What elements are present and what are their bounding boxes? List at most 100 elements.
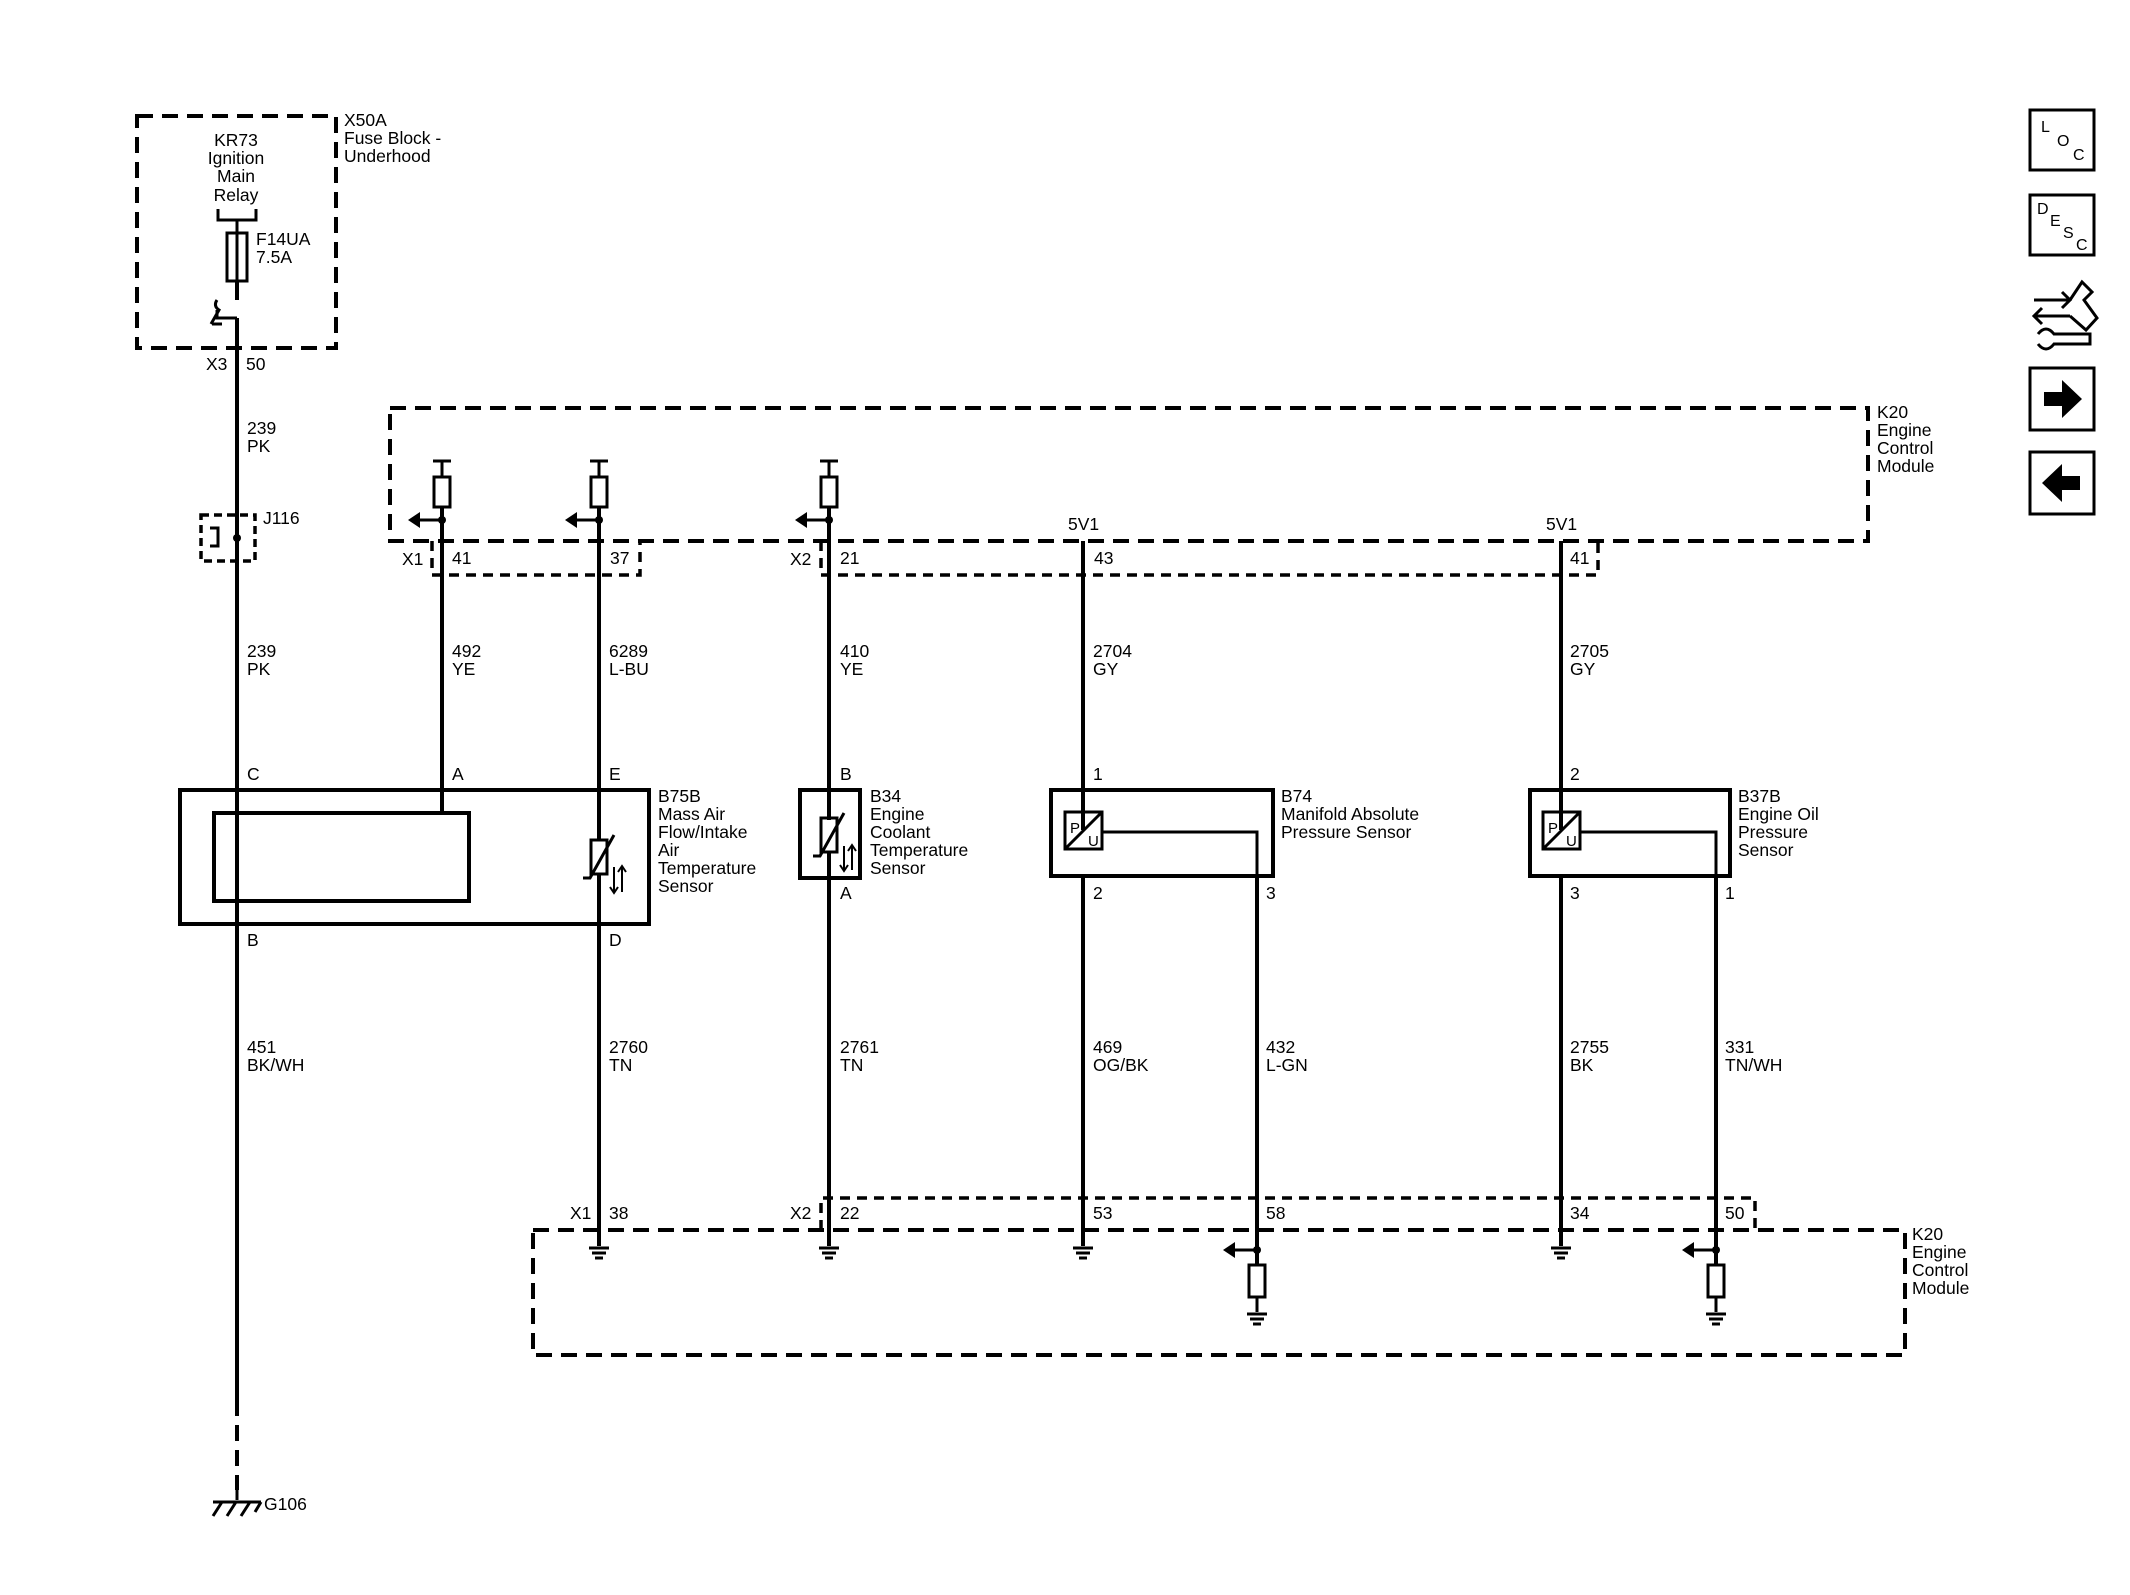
splice-label: J116 — [263, 508, 300, 528]
wire-label-pkb: PK — [247, 659, 271, 679]
wire-label-2761: 2761 — [840, 1037, 879, 1057]
pin-bottom-53: 53 — [1093, 1203, 1112, 1223]
sensor-b74[interactable]: P U — [1049, 788, 1275, 878]
arrow-left-icon — [2042, 464, 2080, 502]
ecm-top-name-3: Control — [1877, 438, 1933, 458]
fuse-label-1: F14UA — [256, 229, 311, 249]
wire-label-bkwh: BK/WH — [247, 1055, 304, 1075]
fuse-pin-label: 50 — [246, 354, 266, 374]
wire-label-331: 331 — [1725, 1037, 1754, 1057]
ecm-ground-2 — [1073, 1230, 1093, 1260]
fuse-block-ref: X50A — [344, 110, 387, 130]
connector-x2-bottom — [819, 1196, 1757, 1230]
ecm-ground-3 — [1551, 1230, 1571, 1260]
pullup-2 — [795, 459, 839, 528]
relay-label-4: Relay — [214, 185, 259, 205]
map-pin-ref: 1 — [1093, 764, 1103, 784]
thermistor-iat — [583, 834, 627, 924]
oil-pin-low: 3 — [1570, 883, 1580, 903]
oil-name-3: Pressure — [1738, 822, 1808, 842]
wire-label-bk: BK — [1570, 1055, 1594, 1075]
ecm-ground-0 — [589, 1230, 609, 1260]
maf-pin-d: D — [609, 930, 622, 950]
connector-tool-icon[interactable] — [2031, 279, 2099, 351]
ecm-top-name-1: K20 — [1877, 402, 1908, 422]
ecm-ground-1 — [819, 1230, 839, 1260]
ect-name-1: B34 — [870, 786, 901, 806]
oil-u: U — [1566, 833, 1577, 850]
wire-label-410: 410 — [840, 641, 869, 661]
ecm-top-name-4: Module — [1877, 456, 1934, 476]
wire-label-451: 451 — [247, 1037, 276, 1057]
wire-label-gy-1: GY — [1093, 659, 1119, 679]
wire-label-lbu: L-BU — [609, 659, 649, 679]
pin-bottom-34: 34 — [1570, 1203, 1590, 1223]
wire-label-492: 492 — [452, 641, 481, 661]
loc-button[interactable]: L O C — [2028, 108, 2096, 172]
wire-label-lgn: L-GN — [1266, 1055, 1308, 1075]
wire-label-2760: 2760 — [609, 1037, 648, 1057]
fuse-block-x50a[interactable]: X50A Fuse Block - Underhood KR73 Ignitio… — [135, 110, 441, 350]
sensor-b75b[interactable] — [178, 788, 651, 926]
ect-pin-b: B — [840, 764, 852, 784]
wire-label-gy-2: GY — [1570, 659, 1596, 679]
ref-label-oil: 5V1 — [1546, 514, 1577, 534]
wire-label-6289: 6289 — [609, 641, 648, 661]
wire-label-2704: 2704 — [1093, 641, 1132, 661]
previous-page-button[interactable] — [2028, 450, 2096, 516]
maf-pin-b: B — [247, 930, 259, 950]
next-page-button[interactable] — [2028, 366, 2096, 432]
ecm-bottom-box[interactable] — [531, 1228, 1907, 1357]
wire-label-239b: 239 — [247, 641, 276, 661]
wire-label-ogbk: OG/BK — [1093, 1055, 1149, 1075]
maf-name-2: Mass Air — [658, 804, 725, 824]
wire-label-432: 432 — [1266, 1037, 1295, 1057]
map-pin-low: 2 — [1093, 883, 1103, 903]
loc-c: C — [2073, 147, 2085, 164]
ecm-top-name-2: Engine — [1877, 420, 1932, 440]
map-u: U — [1088, 833, 1099, 850]
connector-x2-bottom-label: X2 — [790, 1203, 811, 1223]
pulldown-1 — [1682, 1230, 1726, 1326]
ect-name-3: Coolant — [870, 822, 930, 842]
ect-name-5: Sensor — [870, 858, 926, 878]
pin-top-43: 43 — [1094, 548, 1113, 568]
oil-p: P — [1548, 820, 1558, 837]
ecm-bottom-name-3: Control — [1912, 1260, 1968, 1280]
desc-button[interactable]: D E S C — [2028, 193, 2096, 257]
pin-bottom-50: 50 — [1725, 1203, 1745, 1223]
maf-pin-a: A — [452, 764, 464, 784]
relay-label-1: KR73 — [214, 130, 258, 150]
pullup-0 — [408, 459, 452, 528]
ecm-bottom-name-4: Module — [1912, 1278, 1969, 1298]
maf-name-1: B75B — [658, 786, 701, 806]
map-pin-sig: 3 — [1266, 883, 1276, 903]
ecm-top-box[interactable] — [388, 406, 1870, 543]
oil-name-2: Engine Oil — [1738, 804, 1819, 824]
desc-c: C — [2076, 237, 2088, 254]
wire-label-tn-2: TN — [840, 1055, 863, 1075]
pullup-1 — [565, 459, 609, 528]
maf-name-6: Sensor — [658, 876, 714, 896]
fuse-block-name-2: Underhood — [344, 146, 431, 166]
sensor-b37b[interactable]: P U — [1528, 788, 1732, 878]
ground-label: G106 — [264, 1494, 307, 1514]
connector-x1-bottom-label: X1 — [570, 1203, 591, 1223]
loc-o: O — [2057, 133, 2069, 150]
splice-j116[interactable]: J116 — [199, 508, 300, 563]
maf-name-3: Flow/Intake — [658, 822, 747, 842]
maf-pin-c: C — [247, 764, 260, 784]
desc-s: S — [2063, 225, 2074, 242]
ref-label-map: 5V1 — [1068, 514, 1099, 534]
pin-top-41-oil: 41 — [1570, 548, 1589, 568]
ecm-pullup-resistors — [408, 459, 839, 528]
ecm-bottom-name-2: Engine — [1912, 1242, 1967, 1262]
sensor-b34[interactable] — [798, 788, 862, 880]
ground-g106[interactable]: G106 — [211, 1490, 307, 1517]
pin-bottom-58: 58 — [1266, 1203, 1285, 1223]
relay-kr73: KR73 Ignition Main Relay — [208, 130, 264, 232]
relay-label-2: Ignition — [208, 148, 264, 168]
wire-label-pk: PK — [247, 436, 271, 456]
ecm-bottom-name-1: K20 — [1912, 1224, 1943, 1244]
